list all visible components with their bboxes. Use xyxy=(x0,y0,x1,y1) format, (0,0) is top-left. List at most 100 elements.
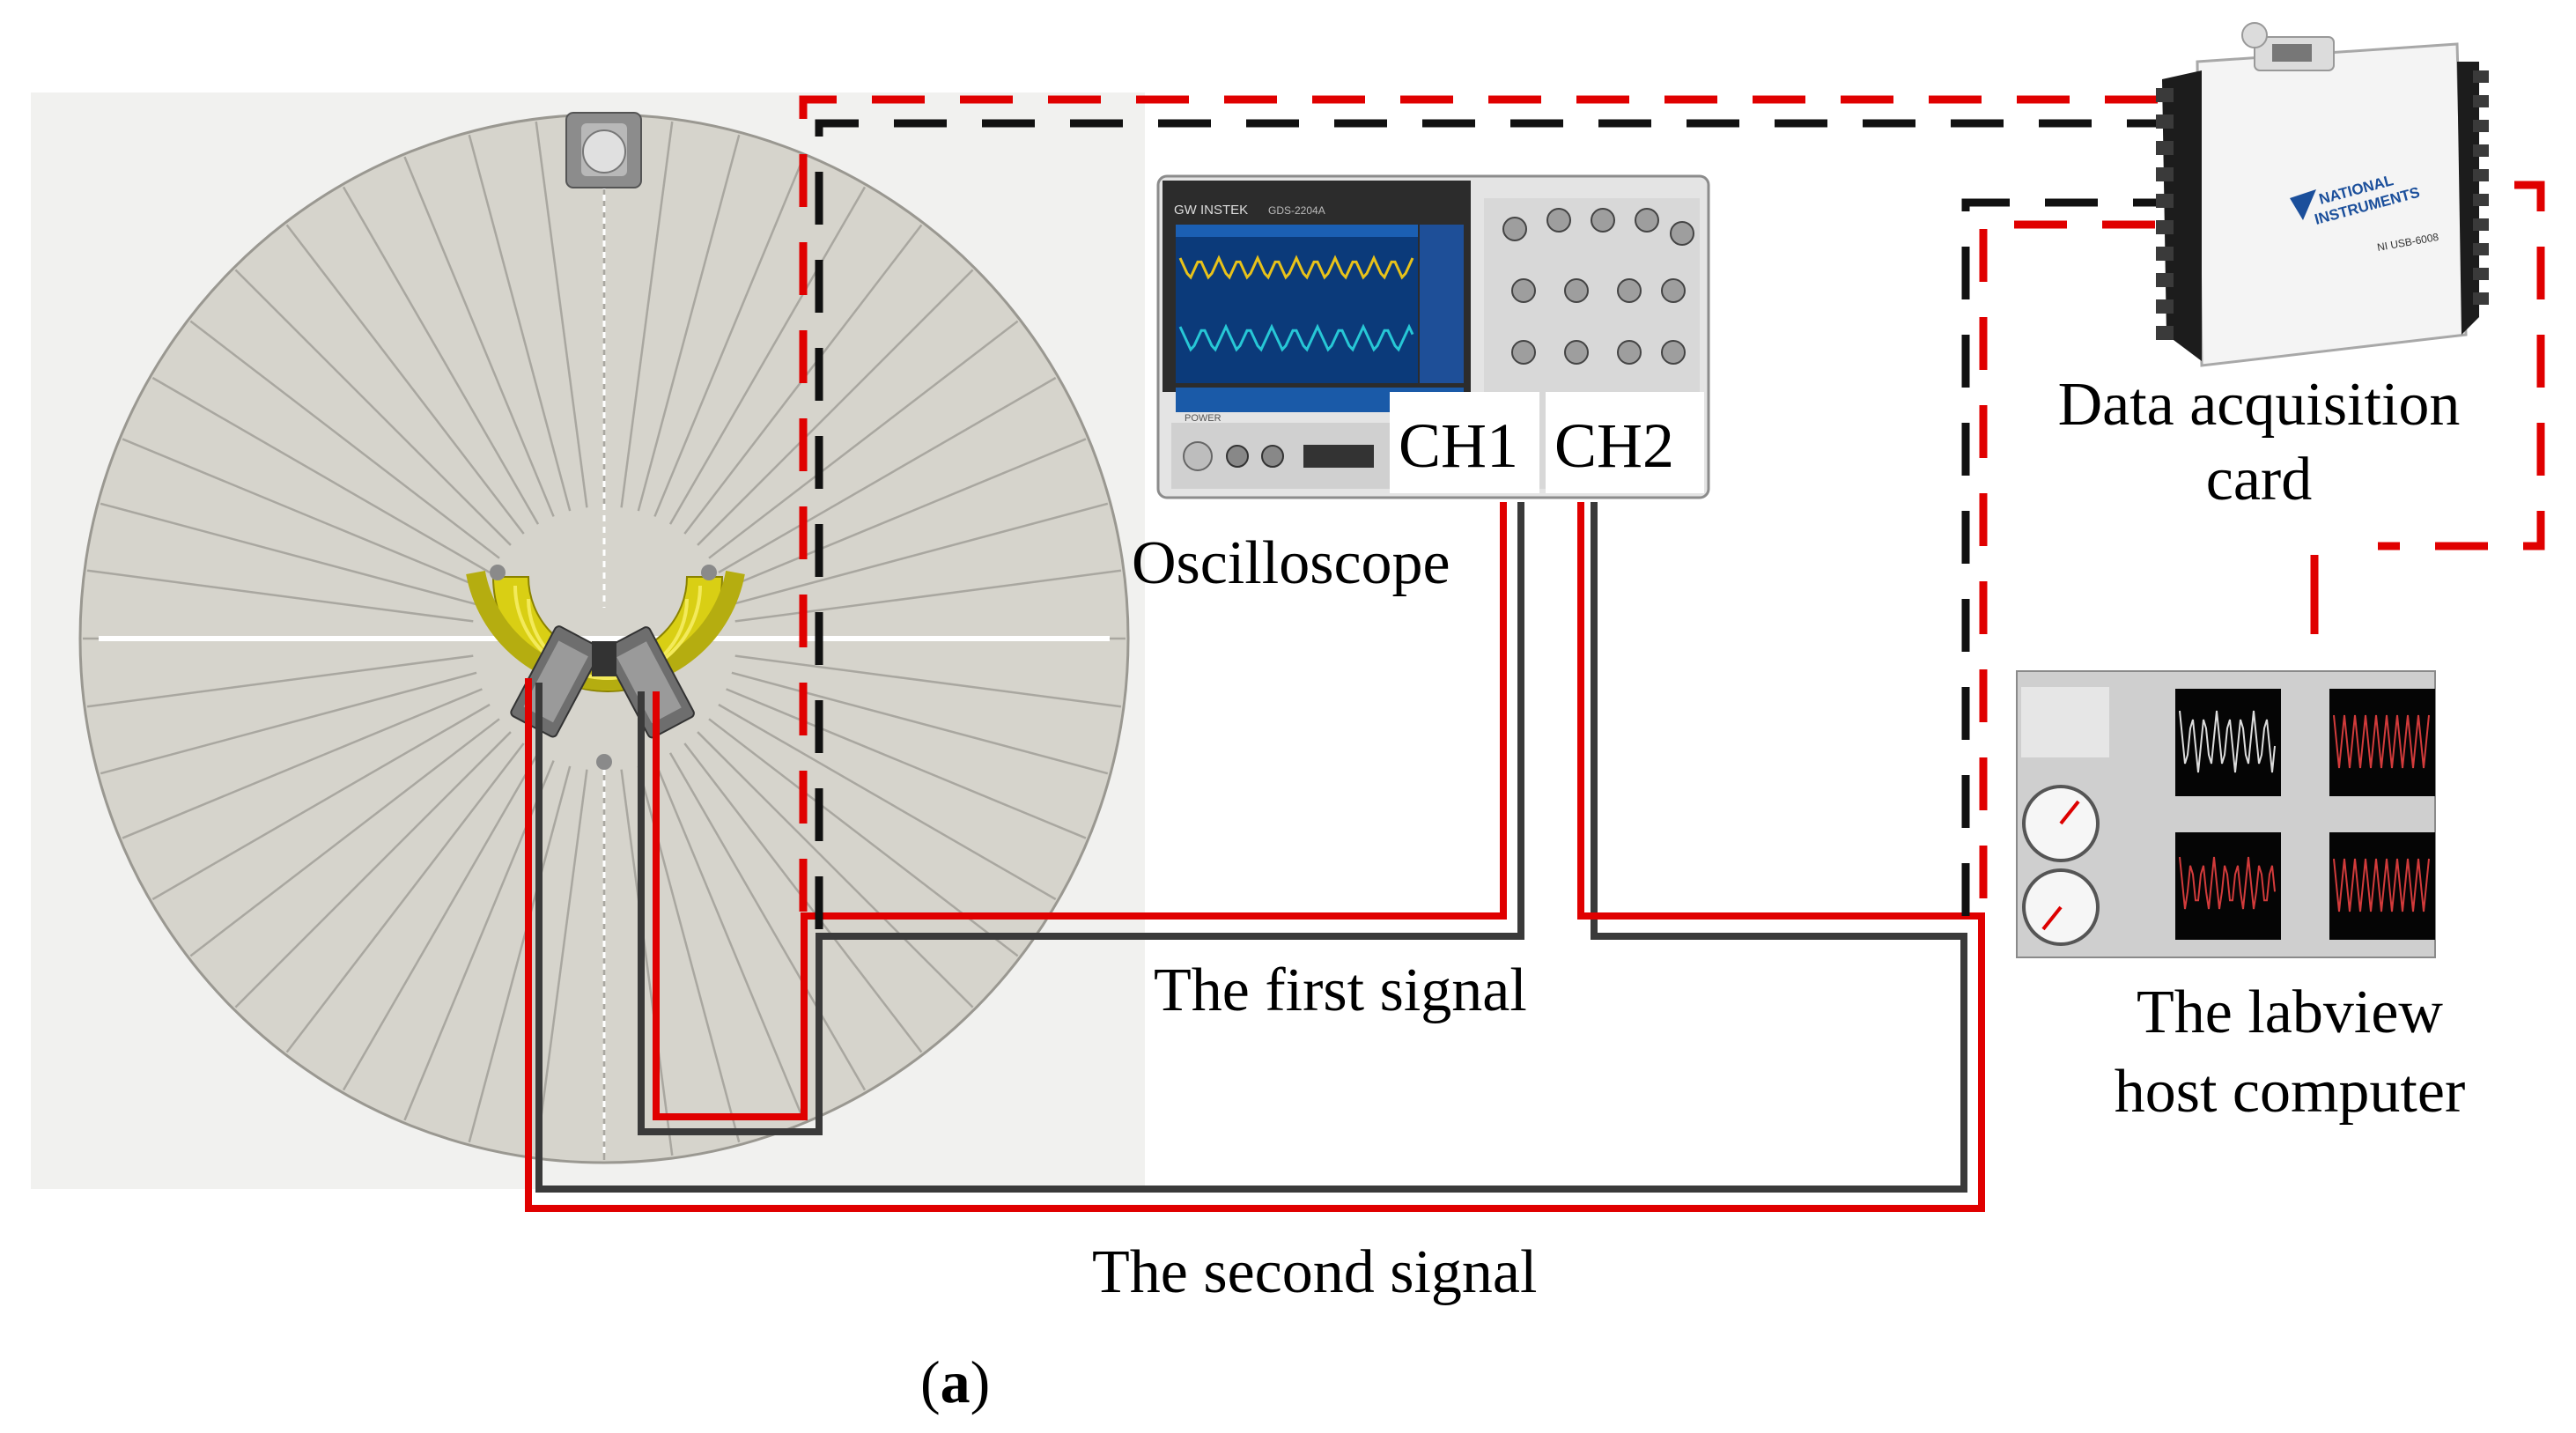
data-acquisition-card-device: NATIONAL INSTRUMENTS NI USB-6008 xyxy=(2156,22,2489,367)
ch1-label: CH1 xyxy=(1399,410,1519,481)
oscilloscope-knob xyxy=(1661,278,1686,303)
daq-terminal-right xyxy=(2473,95,2489,107)
disc-spoke xyxy=(668,186,867,525)
wire-first-signal-black xyxy=(638,502,1524,1135)
disc-spoke xyxy=(86,654,474,708)
disc-spoke xyxy=(731,502,1109,606)
disc-spoke xyxy=(122,438,483,589)
daq-terminal-left xyxy=(2156,114,2174,129)
dashed-link-host-to-daq xyxy=(1961,181,2545,916)
disc-spoke xyxy=(620,121,674,508)
oscilloscope-knob xyxy=(1670,221,1694,246)
oscilloscope-knob xyxy=(1511,278,1536,303)
second-signal-label: The second signal xyxy=(1092,1238,1538,1306)
disc-spoke xyxy=(285,742,525,1053)
disc-spoke xyxy=(731,671,1109,775)
disc-spoke xyxy=(668,752,867,1091)
disc-spoke xyxy=(734,654,1122,708)
oscilloscope-model: GDS-2204A xyxy=(1268,204,1325,217)
trace-cyan-channel xyxy=(1178,323,1414,352)
daq-terminal-left xyxy=(2156,88,2174,102)
oscilloscope-label: Oscilloscope xyxy=(1132,529,1450,597)
disc-spoke xyxy=(100,671,477,775)
disc-spoke xyxy=(620,769,674,1156)
disc-spoke xyxy=(697,269,974,546)
wire-second-signal-black xyxy=(535,502,1967,1193)
disc-spoke xyxy=(535,121,588,508)
daq-terminal-right xyxy=(2473,292,2489,305)
disc-spoke xyxy=(468,765,572,1143)
disc-spoke xyxy=(535,769,588,1156)
daq-terminal-right xyxy=(2473,194,2489,206)
daq-terminal-left xyxy=(2156,141,2174,155)
disc-spoke xyxy=(189,320,500,559)
top-weight-clamp xyxy=(565,112,642,188)
disc-spoke xyxy=(653,156,805,517)
disc-spoke xyxy=(234,269,512,546)
oscilloscope-knob xyxy=(1546,208,1571,233)
oscilloscope-knob xyxy=(1661,340,1686,365)
daq-terminal-right xyxy=(2473,70,2489,83)
ch2-label: CH2 xyxy=(1554,410,1675,481)
oscilloscope-knob xyxy=(1564,340,1589,365)
oscilloscope-knob xyxy=(1511,340,1536,365)
daq-terminal-right xyxy=(2473,144,2489,157)
dashed-link-oscilloscope-to-daq xyxy=(799,95,2166,929)
oscilloscope-brand: GW INSTEK xyxy=(1174,203,1248,218)
disc-spoke xyxy=(468,134,572,512)
daq-terminal-right xyxy=(2473,243,2489,255)
daq-label-line1: Data acquisition xyxy=(2057,371,2461,439)
oscilloscope-knob xyxy=(1591,208,1615,233)
daq-terminal-right xyxy=(2473,268,2489,280)
trace-yellow-channel xyxy=(1178,255,1414,280)
oscilloscope-knob xyxy=(1617,278,1642,303)
daq-terminal-left xyxy=(2156,299,2174,314)
disc-spoke xyxy=(86,569,474,623)
labview-host-screenshot xyxy=(2016,670,2436,958)
oscilloscope-screen xyxy=(1176,225,1418,383)
disc-spoke xyxy=(653,760,805,1121)
disc-spoke xyxy=(151,376,491,574)
daq-terminal-left xyxy=(2156,220,2174,234)
disc-spoke xyxy=(637,134,741,512)
first-signal-label: The first signal xyxy=(1154,957,1527,1024)
disc-spoke xyxy=(342,186,540,525)
oscilloscope-knob xyxy=(1635,208,1659,233)
host-label-line1: The labview xyxy=(2137,979,2443,1046)
oscilloscope-power-label: POWER xyxy=(1185,413,1222,424)
ch1-label-box xyxy=(1390,392,1539,493)
wire-first-signal-red xyxy=(653,502,1507,1120)
daq-label-line2: card xyxy=(2205,446,2313,513)
daq-terminal-left xyxy=(2156,194,2174,208)
daq-terminal-left xyxy=(2156,167,2174,181)
disc-spoke xyxy=(189,718,500,957)
disc-spoke xyxy=(234,731,512,1008)
disc-spoke xyxy=(718,703,1057,901)
daq-terminal-left xyxy=(2156,273,2174,287)
disc-spoke xyxy=(697,731,974,1008)
subfigure-paren-close: ) xyxy=(970,1348,991,1415)
host-label-line2: host computer xyxy=(2114,1058,2466,1126)
disc-spoke xyxy=(718,376,1057,574)
disc-spoke xyxy=(342,752,540,1091)
disc-spoke xyxy=(726,438,1087,589)
rotating-disc xyxy=(78,113,1130,1164)
oscilloscope-knob xyxy=(1502,217,1527,241)
disc-spoke xyxy=(403,156,555,517)
ch2-label-box xyxy=(1546,392,1704,493)
subfigure-paren-open: ( xyxy=(920,1348,941,1415)
disc-spoke xyxy=(151,703,491,901)
daq-terminal-right xyxy=(2473,169,2489,181)
disc-spoke xyxy=(726,688,1087,839)
daq-terminal-left xyxy=(2156,326,2174,340)
wire-second-signal-red xyxy=(525,502,1985,1212)
disc-spoke xyxy=(122,688,483,839)
disc-spoke xyxy=(708,320,1019,559)
disc-spoke xyxy=(100,502,477,606)
oscilloscope-knob xyxy=(1617,340,1642,365)
subfigure-letter: a xyxy=(940,1348,971,1415)
daq-terminal-left xyxy=(2156,247,2174,261)
disc-spoke xyxy=(285,224,525,535)
